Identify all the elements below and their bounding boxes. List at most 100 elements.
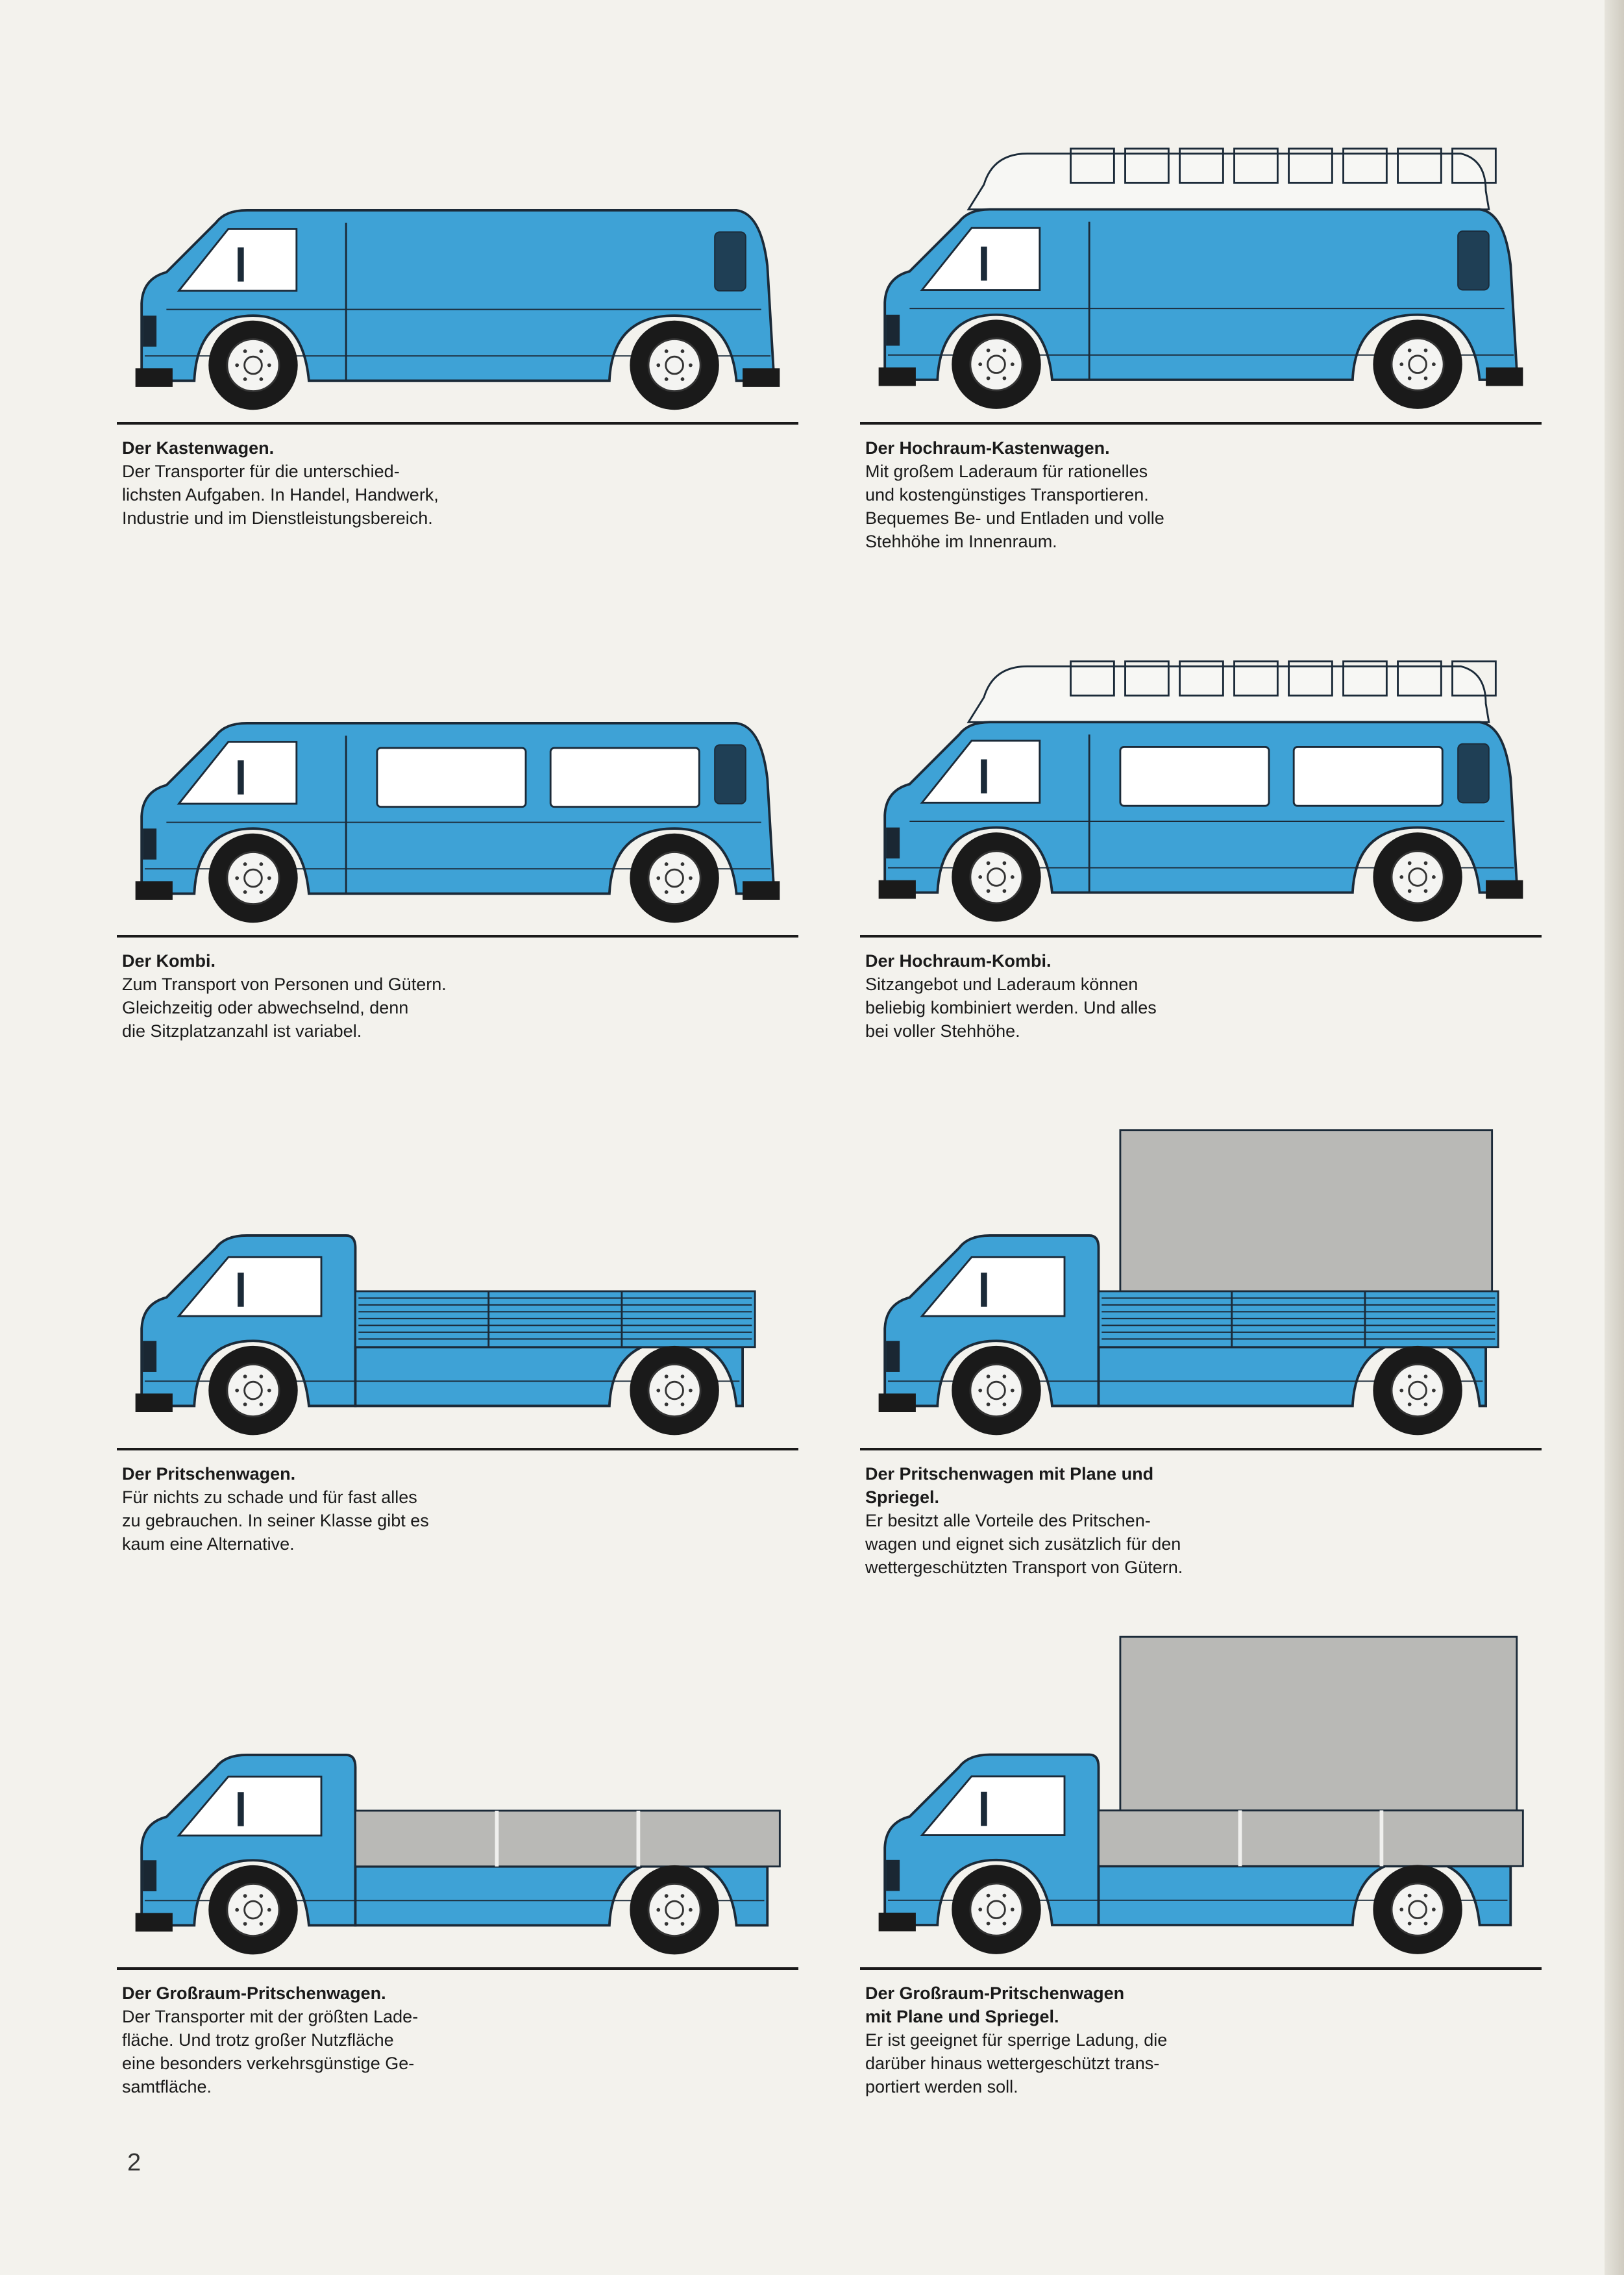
van-body: [883, 208, 1518, 381]
front-wheel: [208, 1345, 298, 1436]
cab-window: [177, 1775, 323, 1837]
mirror: [981, 246, 987, 281]
front-wheel: [208, 320, 298, 410]
caption-title: Der Kombi.: [122, 951, 216, 971]
ground-line: [860, 935, 1542, 938]
caption-text: Der Transporter mit der größten Lade- fl…: [122, 2007, 419, 2096]
front-window: [177, 228, 298, 292]
caption: Der Kombi. Zum Transport von Personen und…: [117, 949, 798, 1043]
headlight: [886, 827, 900, 859]
side-window: [1119, 746, 1270, 807]
caption-title: Der Pritschenwagen mit Plane und Spriege…: [865, 1464, 1154, 1507]
vehicle-card: Der Großraum-Pritschenwagen mit Plane un…: [860, 1610, 1542, 2098]
front-wheel: [952, 832, 1041, 922]
bed-side-panel: [354, 1809, 781, 1868]
mirror: [238, 760, 244, 795]
vehicle-card: Der Hochraum-Kastenwagen. Mit großem Lade…: [860, 65, 1542, 553]
rear-wheel: [1373, 319, 1462, 409]
pickup-illustration: [135, 1754, 781, 1955]
front-bumper: [878, 1393, 916, 1412]
canvas-cover: [1119, 1635, 1518, 1818]
rear-vent: [1457, 743, 1490, 804]
caption-text: Mit großem Laderaum für rationelles und …: [865, 462, 1164, 551]
vehicle-card: Der Kastenwagen.Der Transporter für die …: [117, 104, 798, 530]
van-illustration: [878, 147, 1523, 409]
mirror: [238, 1273, 244, 1307]
rear-wheel: [630, 1865, 719, 1955]
front-window: [920, 740, 1041, 804]
caption-text: Er ist geeignet für sperrige Ladung, die…: [865, 2030, 1168, 2096]
bed-side-panel: [354, 1290, 756, 1349]
headlight: [886, 1341, 900, 1372]
front-bumper: [135, 1393, 173, 1412]
headlight: [886, 314, 900, 346]
front-wheel: [208, 833, 298, 923]
rear-vent: [714, 744, 746, 804]
high-roof: [966, 147, 1497, 210]
canvas-cover: [1119, 1129, 1494, 1299]
page-number: 2: [127, 2149, 141, 2176]
headlight: [143, 1341, 157, 1372]
side-window: [549, 747, 700, 808]
pickup-illustration: [135, 1234, 756, 1436]
mirror: [238, 1792, 244, 1826]
cab-window: [177, 1256, 323, 1317]
caption-text: Sitzangebot und Laderaum können beliebig…: [865, 975, 1157, 1041]
ground-line: [117, 1448, 798, 1450]
rear-bumper: [1486, 880, 1523, 899]
mirror: [238, 247, 244, 282]
caption-text: Zum Transport von Personen und Gütern. G…: [122, 975, 447, 1041]
caption: Der Hochraum-Kombi.Sitzangebot und Lader…: [860, 949, 1542, 1043]
vehicle-card: Der Hochraum-Kombi.Sitzangebot und Lader…: [860, 571, 1542, 1043]
caption-title: Der Großraum-Pritschenwagen.: [122, 1983, 386, 2003]
cab-window: [920, 1256, 1066, 1317]
rear-wheel: [630, 320, 719, 410]
side-window: [376, 747, 527, 808]
rear-wheel: [1373, 832, 1462, 922]
page-edge: [1605, 0, 1624, 2275]
front-bumper: [135, 881, 173, 900]
high-roof: [966, 660, 1497, 723]
rear-wheel: [630, 1345, 719, 1436]
front-wheel: [952, 1345, 1041, 1436]
bed-side-panel: [1098, 1809, 1524, 1867]
mirror: [981, 1273, 987, 1307]
caption-title: Der Großraum-Pritschenwagen mit Plane un…: [865, 1983, 1125, 2026]
caption-text: Für nichts zu schade und für fast alles …: [122, 1487, 429, 1554]
bed-side-panel: [1098, 1290, 1499, 1349]
caption: Der Pritschenwagen mit Plane und Spriege…: [860, 1462, 1542, 1579]
van-illustration: [135, 721, 780, 923]
caption: Der Großraum-Pritschenwagen. Der Transpor…: [117, 1982, 798, 2098]
caption: Der Hochraum-Kastenwagen. Mit großem Lade…: [860, 436, 1542, 553]
van-illustration: [878, 660, 1523, 922]
caption: Der Großraum-Pritschenwagen mit Plane un…: [860, 1982, 1542, 2098]
front-wheel: [952, 319, 1041, 409]
front-bumper: [878, 367, 916, 386]
front-bumper: [878, 880, 916, 899]
vehicle-card: Der Kombi. Zum Transport von Personen und…: [117, 617, 798, 1043]
front-window: [920, 227, 1041, 292]
rear-wheel: [1373, 1345, 1462, 1436]
pickup-illustration: [878, 1129, 1499, 1436]
rear-bumper: [1486, 367, 1523, 386]
mirror: [981, 759, 987, 794]
headlight: [886, 1859, 900, 1891]
vehicle-card: Der Pritschenwagen.Für nichts zu schade …: [117, 1104, 798, 1556]
ground-line: [117, 935, 798, 938]
caption-title: Der Hochraum-Kastenwagen.: [865, 438, 1110, 458]
side-window: [1292, 746, 1444, 807]
front-bumper: [135, 368, 173, 387]
ground-line: [117, 422, 798, 425]
ground-line: [860, 1967, 1542, 1970]
caption-title: Der Kastenwagen.: [122, 438, 275, 458]
headlight: [143, 828, 157, 860]
rear-vent: [714, 231, 746, 292]
caption: Der Kastenwagen.Der Transporter für die …: [117, 436, 798, 530]
front-wheel: [208, 1865, 298, 1955]
rear-bumper: [743, 881, 780, 900]
caption-text: Er besitzt alle Vorteile des Pritschen- …: [865, 1511, 1183, 1577]
van-illustration: [135, 208, 780, 410]
caption: Der Pritschenwagen.Für nichts zu schade …: [117, 1462, 798, 1556]
ground-line: [860, 422, 1542, 425]
van-body: [140, 208, 775, 382]
